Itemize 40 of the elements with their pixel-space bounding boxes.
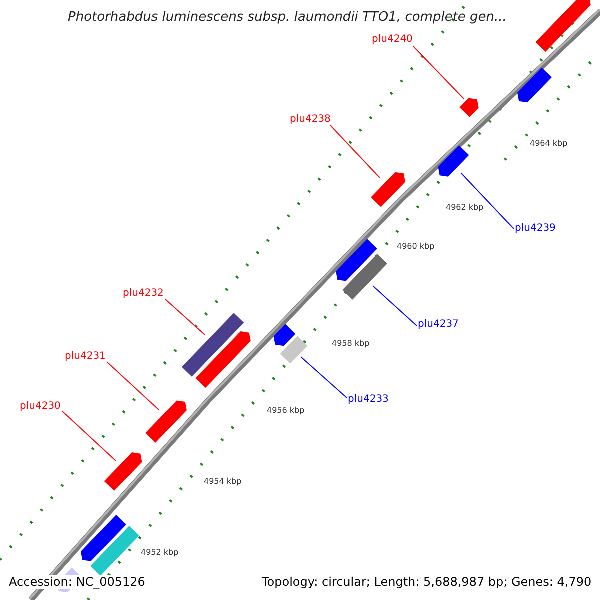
leader-line: [62, 410, 116, 462]
map-title: Photorhabdus luminescens subsp. laumondii TTO1, complete gen...: [68, 10, 507, 25]
gene-bar: [90, 526, 140, 576]
info-text: Topology: circular; Length: 5,688,987 bp; Genes: 4,790: [262, 575, 592, 589]
gene-label: plu4231: [65, 351, 106, 362]
gene-label: plu4237: [418, 319, 459, 330]
gene-bar: [80, 515, 126, 562]
scale-label: 4962 kbp: [446, 203, 484, 212]
gene-bar: [196, 332, 251, 388]
scale-label: 4960 kbp: [397, 242, 435, 251]
gene-bar: [460, 98, 479, 118]
gene-bar: [182, 313, 244, 377]
scale-label: 4954 kbp: [204, 477, 242, 486]
scale-label: 4956 kbp: [267, 406, 305, 415]
gene-bar: [104, 452, 142, 492]
gene-bar: [371, 172, 406, 208]
leader-line: [330, 124, 380, 178]
leader-line: [460, 172, 514, 230]
gene-bar: [336, 239, 378, 282]
gene-bar: [438, 146, 470, 177]
gene-bar: [342, 254, 388, 300]
gene-label: plu4232: [123, 288, 164, 299]
leader-line: [300, 356, 348, 398]
gene-label: plu4230: [20, 401, 61, 412]
gene-label: plu4240: [372, 34, 413, 45]
gene-label: plu4239: [515, 223, 556, 234]
leader-line: [372, 286, 418, 326]
scale-label: 4958 kbp: [332, 339, 370, 348]
gene-bar: [536, 0, 591, 52]
gene-label: plu4233: [348, 394, 389, 405]
leader-line: [412, 46, 464, 100]
leader-line: [106, 362, 160, 410]
leader-line: [164, 298, 206, 336]
scale-label: 4952 kbp: [141, 548, 179, 557]
gene-bar: [280, 336, 308, 364]
scale-label: 4964 kbp: [530, 139, 568, 148]
gene-bar: [146, 400, 187, 443]
gene-bar: [518, 68, 552, 103]
gene-label: plu4238: [290, 114, 331, 125]
gene-bar: [274, 324, 296, 346]
